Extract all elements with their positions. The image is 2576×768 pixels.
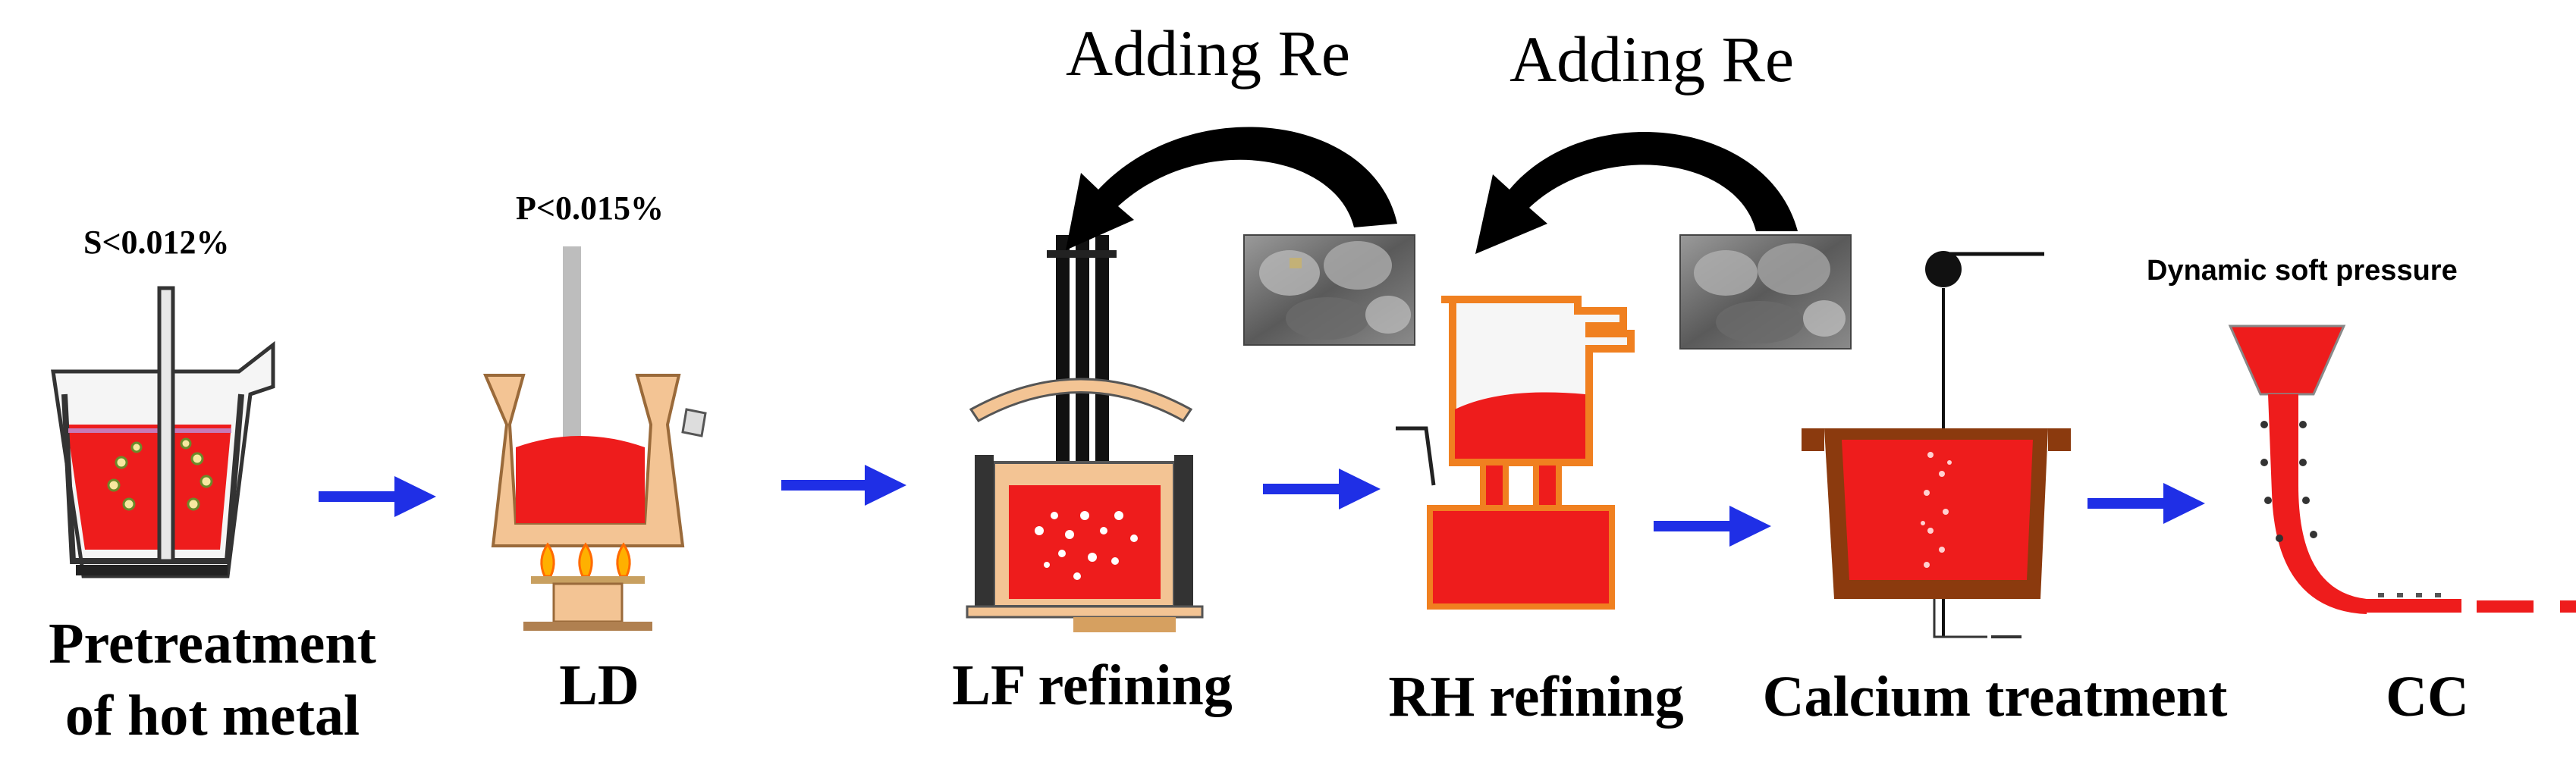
flow-arrow-2 [781,465,906,506]
re-material-image-2 [1679,234,1852,350]
phosphorus-condition: P<0.015% [516,190,664,227]
stage-label-calcium: Calcium treatment [1762,665,2228,729]
stage-label-pretreatment-line1: Pretreatment [49,612,376,676]
ld-converter-icon [482,246,707,631]
calcium-ladle-icon [1802,251,2071,638]
adding-re-label-lf: Adding Re [1066,17,1351,89]
add-re-arrow-to-lf [1066,127,1397,250]
flow-arrow-4 [1654,506,1771,547]
rh-degasser-icon [1396,296,1635,610]
lf-furnace-icon [966,235,1204,632]
sulfur-condition: S<0.012% [83,224,230,261]
stage-label-rh: RH refining [1388,665,1684,729]
pretreatment-ladle-icon [51,286,275,578]
flow-arrow-3 [1263,469,1381,509]
stage-label-pretreatment-line2: of hot metal [64,684,360,748]
flow-arrow-5 [2088,483,2205,524]
stage-label-lf: LF refining [952,654,1233,717]
adding-re-label-rh: Adding Re [1509,23,1795,96]
stage-label-ld: LD [559,654,639,717]
flow-arrow-1 [319,476,436,517]
add-re-arrow-to-rh [1475,132,1798,254]
dynamic-soft-pressure-label: Dynamic soft pressure [2147,255,2458,287]
cc-caster-icon [2228,324,2576,614]
re-material-image-1 [1243,234,1415,346]
stage-label-cc: CC [2386,665,2469,729]
